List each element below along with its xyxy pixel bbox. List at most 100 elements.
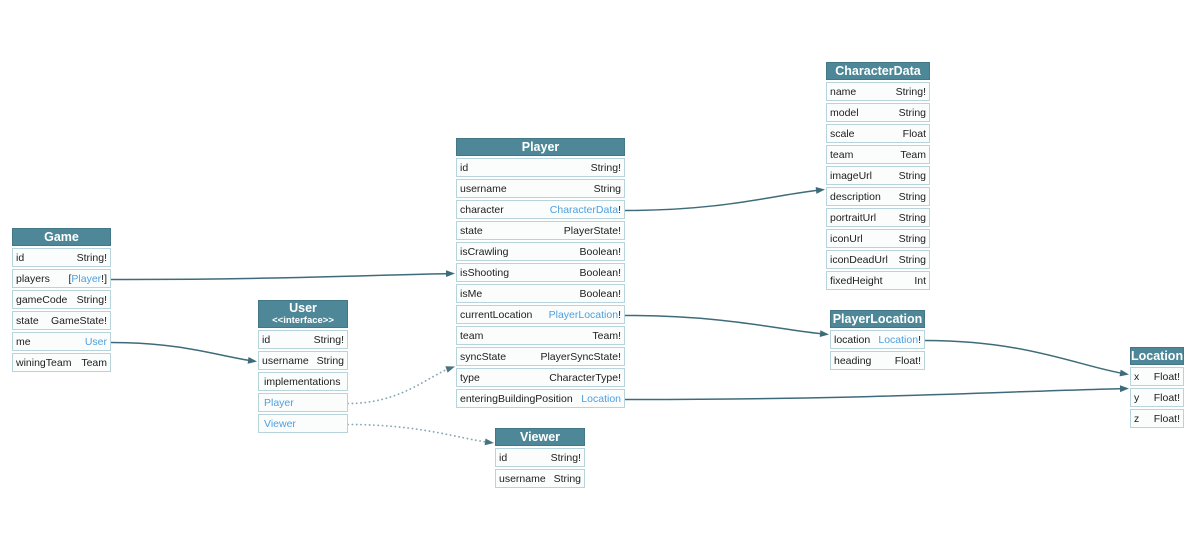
type-link-Location[interactable]: Location — [878, 333, 919, 346]
field-name: state — [16, 314, 39, 327]
field-name: fixedHeight — [830, 274, 883, 287]
field-name: team — [830, 148, 854, 161]
field-name: isCrawling — [460, 245, 509, 258]
type-link-Location[interactable]: Location — [581, 392, 621, 405]
table-header-CharacterData[interactable]: CharacterData — [826, 62, 930, 80]
field-name: me — [16, 335, 31, 348]
type-prefix: [ — [68, 272, 72, 285]
implementation-link-Player[interactable]: Player — [258, 393, 348, 412]
arrowhead-icon — [819, 330, 829, 338]
field-row-PlayerLocation-heading: heading Float! — [830, 351, 925, 370]
table-header-PlayerLocation[interactable]: PlayerLocation — [830, 310, 925, 328]
field-name: gameCode — [16, 293, 68, 306]
section-label: implementations — [264, 375, 341, 388]
edge-User-Player-to-Player — [347, 366, 455, 405]
arrowhead-icon — [815, 187, 825, 194]
edge-Game-players-to-Player — [110, 270, 455, 281]
field-row-CharacterData-fixedHeight: fixedHeight Int — [826, 271, 930, 290]
table-subtitle: <<interface>> — [272, 315, 334, 326]
field-type: Float! — [894, 354, 921, 367]
field-name: portraitUrl — [830, 211, 877, 224]
type-link-User[interactable]: User — [84, 335, 107, 348]
field-type: String! — [550, 451, 581, 464]
field-type: String — [316, 354, 344, 367]
field-name: y — [1134, 391, 1140, 404]
table-header-Location[interactable]: Location — [1130, 347, 1184, 365]
edge-line — [624, 189, 822, 212]
table-title: Game — [44, 229, 79, 244]
edge-Player-character-to-CharacterData — [624, 187, 825, 212]
edge-line — [110, 341, 254, 362]
field-type: Team — [81, 356, 107, 369]
field-type: Team — [900, 148, 926, 161]
field-type: Float! — [1153, 370, 1180, 383]
table-header-Viewer[interactable]: Viewer — [495, 428, 585, 446]
field-type: User — [85, 336, 107, 348]
link-label[interactable]: Viewer — [264, 417, 296, 430]
edge-Player-enteringBuildingPosition-to-Location — [624, 385, 1129, 401]
field-type: Float — [902, 127, 926, 140]
field-name: username — [460, 182, 507, 195]
field-row-CharacterData-scale: scale Float — [826, 124, 930, 143]
field-type: CharacterData! — [550, 204, 621, 216]
field-type: Boolean! — [579, 266, 621, 279]
field-name: description — [830, 190, 881, 203]
table-header-User[interactable]: User<<interface>> — [258, 300, 348, 328]
edge-PlayerLocation-location-to-Location — [924, 339, 1129, 377]
edge-Player-currentLocation-to-PlayerLocation — [624, 314, 829, 338]
table-header-Player[interactable]: Player — [456, 138, 625, 156]
type-suffix: !] — [101, 272, 107, 285]
field-type: Int — [914, 274, 926, 287]
table-header-Game[interactable]: Game — [12, 228, 111, 246]
type-suffix: ! — [618, 308, 621, 321]
field-type: PlayerSyncState! — [540, 350, 621, 363]
field-name: heading — [834, 354, 872, 367]
field-row-Game-me: me User — [12, 332, 111, 351]
type-suffix: ! — [918, 333, 921, 346]
table-title: Viewer — [519, 429, 561, 444]
field-type: PlayerState! — [563, 224, 621, 237]
field-name: imageUrl — [830, 169, 873, 182]
field-type: String — [898, 169, 926, 182]
field-type: [Player!] — [68, 273, 107, 285]
field-name: scale — [830, 127, 855, 140]
field-type: Team! — [592, 329, 621, 342]
field-type: Location! — [878, 334, 921, 346]
implementation-link-Viewer[interactable]: Viewer — [258, 414, 348, 433]
field-type: String — [898, 253, 926, 266]
field-type: Float! — [1153, 391, 1180, 404]
type-link-CharacterData[interactable]: CharacterData — [549, 203, 619, 216]
field-type: String! — [76, 293, 107, 306]
field-name: id — [262, 333, 271, 346]
field-name: state — [460, 224, 483, 237]
table-title: CharacterData — [835, 63, 921, 78]
link-label[interactable]: Player — [264, 396, 294, 409]
field-type: Boolean! — [579, 245, 621, 258]
field-name: name — [830, 85, 857, 98]
arrowhead-icon — [247, 356, 257, 364]
field-name: team — [460, 329, 484, 342]
field-type: PlayerLocation! — [549, 309, 621, 321]
edge-Game-me-to-User — [110, 341, 257, 364]
field-name: id — [499, 451, 508, 464]
field-row-Player-state: state PlayerState! — [456, 221, 625, 240]
type-link-Player[interactable]: Player — [71, 272, 102, 285]
type-link-PlayerLocation[interactable]: PlayerLocation — [548, 308, 619, 321]
